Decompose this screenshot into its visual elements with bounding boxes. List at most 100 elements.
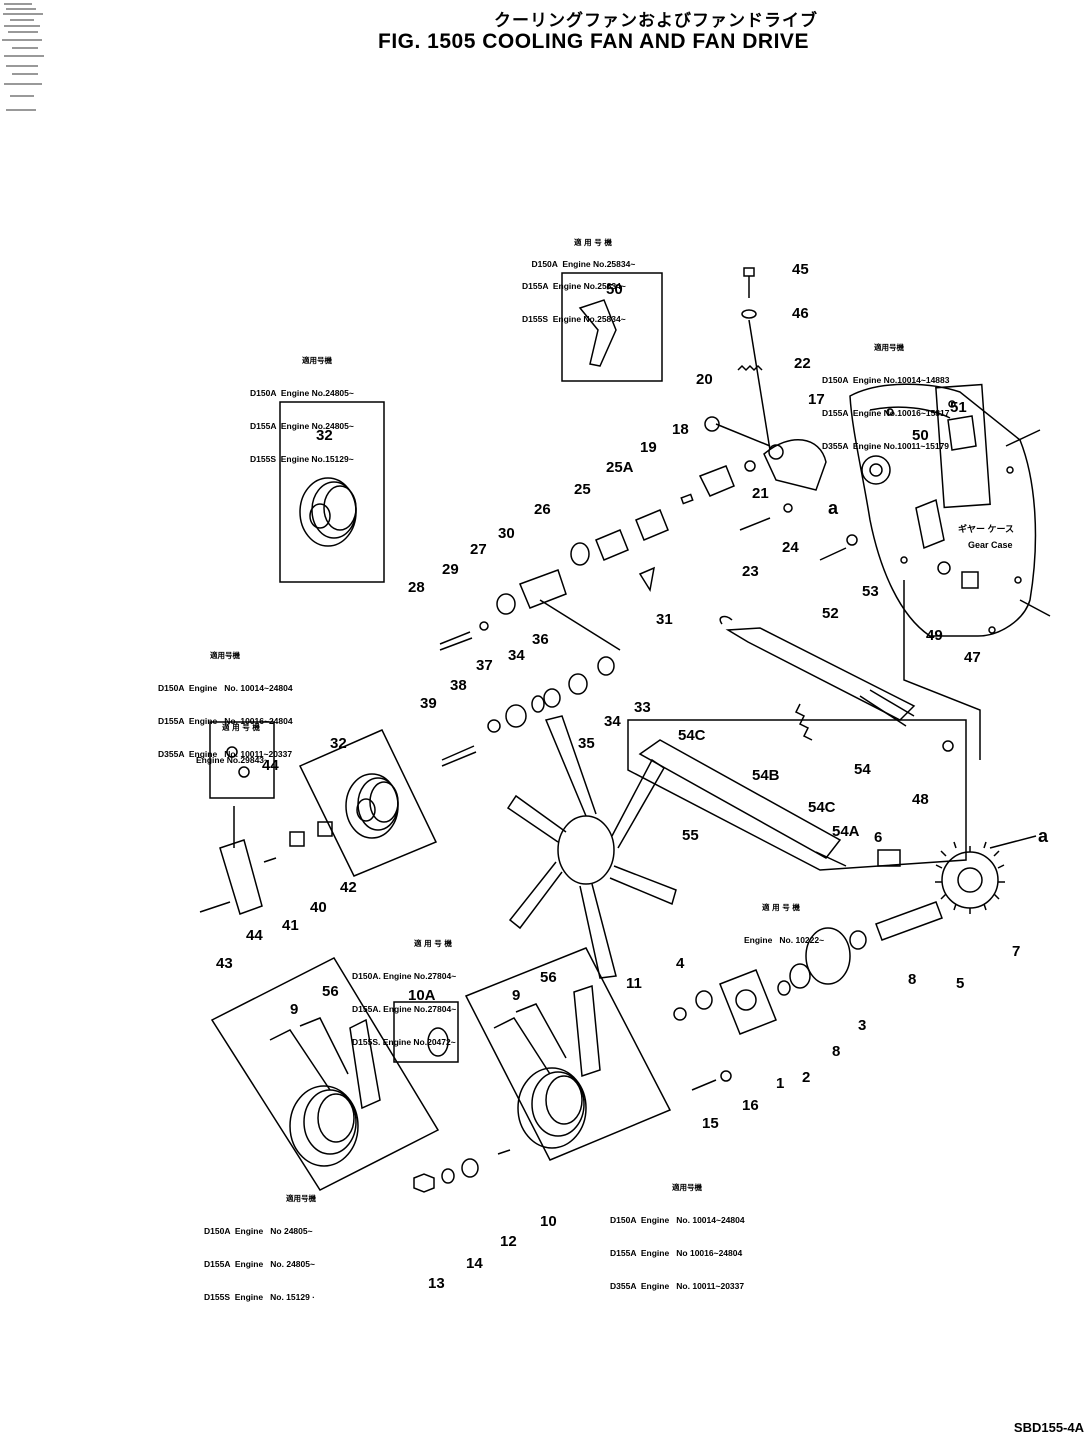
part-label: 54A xyxy=(832,823,860,840)
part-label: 32 xyxy=(316,427,333,444)
part-label: 41 xyxy=(282,917,299,934)
nut-49 xyxy=(937,561,951,575)
part-label: 55 xyxy=(682,827,699,844)
part-label: 39 xyxy=(420,695,437,712)
part-label: 35 xyxy=(578,735,595,752)
part-label: 26 xyxy=(534,501,551,518)
gear-case-label: Gear Case xyxy=(968,540,1013,550)
nut-21 xyxy=(744,460,756,472)
note-line: D355A Engine No. 10011~20337 xyxy=(610,1281,745,1291)
part-label: 54C xyxy=(808,799,836,816)
connection-label: a xyxy=(1038,826,1049,846)
note-line: D150A Engine No.25834~ xyxy=(531,259,636,269)
washer-53 xyxy=(846,534,858,546)
bolt-45 xyxy=(743,267,755,298)
note-line: D355A Engine No.10011~15179 xyxy=(822,441,950,451)
part-label: 2 xyxy=(802,1069,810,1086)
inset-box-9-right xyxy=(464,947,672,1161)
scan-artifact xyxy=(2,3,44,111)
part-label: 29 xyxy=(442,561,459,578)
part-label: 25A xyxy=(606,459,634,476)
part-label: 21 xyxy=(752,485,769,502)
note-line: D150A Engine No.10014~14883 xyxy=(822,375,950,385)
oring-3 xyxy=(805,927,851,985)
part-label: 53 xyxy=(862,583,879,600)
part-label: 56 xyxy=(322,983,339,1000)
note-line: D150A Engine No.24805~ xyxy=(250,388,354,398)
part-label: 5 xyxy=(956,975,964,992)
part-label: 25 xyxy=(574,481,591,498)
fan-pulley-9-left xyxy=(269,1017,381,1167)
part-label: 48 xyxy=(912,791,929,808)
part-label: 22 xyxy=(794,355,811,372)
leader-line xyxy=(539,599,621,651)
part-label: 34 xyxy=(508,647,525,664)
note-line: D155S Engine No.25834~ xyxy=(522,314,626,324)
part-label: 47 xyxy=(964,649,981,666)
note-line: D155S. Engine No.20472~ xyxy=(352,1037,456,1047)
note-line: D150A. Engine No.27804~ xyxy=(352,971,457,981)
part-label: 4 xyxy=(676,955,685,972)
part-label: 15 xyxy=(702,1115,719,1132)
nut-13 xyxy=(413,1173,435,1193)
part-label: 18 xyxy=(672,421,689,438)
part-label: 38 xyxy=(450,677,467,694)
washer-11 xyxy=(673,1007,687,1021)
shaft-5 xyxy=(875,901,943,941)
nut-4 xyxy=(695,990,713,1010)
note-line: D155A Engine No. 24805~ xyxy=(204,1259,315,1269)
plate-51 xyxy=(947,415,977,451)
part-label: 54 xyxy=(854,761,871,778)
note-line: D155A Engine No.10016~15817 xyxy=(822,408,950,418)
note-line: D155A Engine No.24805~ xyxy=(250,421,354,431)
washer-24 xyxy=(783,503,793,513)
washer-12 xyxy=(461,1158,479,1178)
bolt-43 xyxy=(199,901,231,913)
part-label: 33 xyxy=(634,699,651,716)
part-label: 46 xyxy=(792,305,809,322)
inset-box-9-left xyxy=(210,957,440,1191)
nut-44b xyxy=(238,766,250,778)
part-label: 43 xyxy=(216,955,233,972)
washer-16 xyxy=(720,1070,732,1082)
inset-box-32 xyxy=(279,401,385,583)
part-label: 10A xyxy=(408,987,436,1004)
part-label: 12 xyxy=(500,1233,517,1250)
part-label: 50 xyxy=(606,281,623,298)
part-label: 9 xyxy=(512,987,520,1004)
fan-pulley-9-right xyxy=(493,984,601,1149)
part-label: 11 xyxy=(626,975,642,992)
part-label: 17 xyxy=(808,391,825,408)
note-part-10a: 適 用 号 機 D150A. Engine No.27804~ D155A. E… xyxy=(352,939,457,1047)
part-label: 50 xyxy=(912,427,929,444)
pulley-32 xyxy=(299,477,357,547)
fan-pulley-bracket-17 xyxy=(763,439,827,491)
bearing-2 xyxy=(777,980,791,996)
part-label: 13 xyxy=(428,1275,445,1292)
note-part-25: 適用号機 D150A Engine No. 10014~24804 D155A … xyxy=(158,651,293,759)
part-label: 24 xyxy=(782,539,799,556)
inset-box-32b xyxy=(298,729,438,877)
pulley-32b xyxy=(345,773,399,839)
note-line: D155S Engine No.15129~ xyxy=(250,454,354,464)
note-part-51: 適用号機 D150A Engine No.10014~14883 D155A E… xyxy=(822,343,950,451)
tensioner-54 xyxy=(638,615,954,867)
note-line: D150A Engine No. 10014~24804 xyxy=(610,1215,745,1225)
spring-22 xyxy=(737,364,763,372)
gear-7 xyxy=(935,841,1005,914)
part-label: 8 xyxy=(832,1043,840,1060)
part-label: 42 xyxy=(340,879,357,896)
part-label: 27 xyxy=(470,541,487,558)
gear-case xyxy=(849,383,1051,637)
drawing-code: SBD155-4A xyxy=(1013,1420,1084,1435)
housing-bore xyxy=(735,989,757,1011)
part-40 xyxy=(289,831,305,847)
note-part-50: 適 用 号 機 D150A Engine No.25834~ D155A Eng… xyxy=(522,238,636,324)
bushing xyxy=(768,444,784,460)
part-label: 49 xyxy=(926,627,943,644)
bolt-41 xyxy=(263,857,277,863)
part-label: 34 xyxy=(604,713,621,730)
note-line: D150A Engine No. 10014~24804 xyxy=(158,683,293,693)
part-label: 1 xyxy=(776,1075,784,1092)
arrow-a xyxy=(989,835,1037,849)
